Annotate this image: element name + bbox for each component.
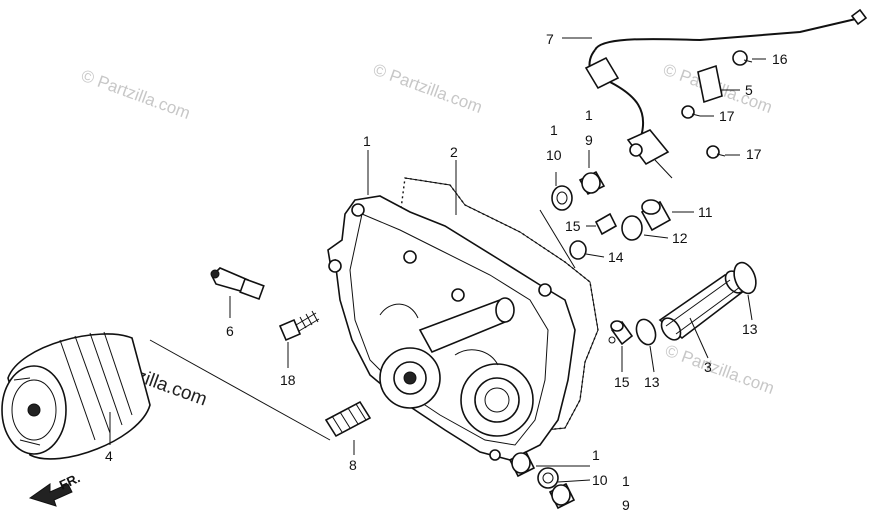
bolt-18 bbox=[278, 310, 320, 342]
label-8: 8 bbox=[349, 457, 357, 473]
stud-8 bbox=[324, 400, 372, 438]
collar-11 bbox=[640, 199, 672, 232]
label-12: 12 bbox=[672, 230, 688, 246]
oil-filter bbox=[1, 331, 151, 460]
label-7: 7 bbox=[546, 31, 554, 47]
label-15: 15 bbox=[614, 374, 630, 390]
label-5: 5 bbox=[745, 82, 753, 98]
right-crankcase-cover bbox=[327, 195, 576, 461]
cap-nut-9 bbox=[508, 450, 536, 478]
label-9: 9 bbox=[585, 132, 593, 148]
label-1: 1 bbox=[585, 107, 593, 123]
watermark: © Partzilla.com bbox=[371, 60, 485, 117]
label-9: 9 bbox=[622, 497, 630, 513]
dowel-pin-15 bbox=[594, 212, 618, 236]
label-11: 11 bbox=[698, 204, 713, 220]
washer-10 bbox=[537, 467, 559, 489]
leader-line bbox=[149, 339, 331, 441]
label-14: 14 bbox=[608, 249, 624, 265]
label-16: 16 bbox=[772, 51, 788, 67]
label-4: 4 bbox=[105, 448, 113, 464]
dowel-pin-15 bbox=[610, 320, 634, 346]
label-13: 13 bbox=[742, 321, 758, 337]
label-15: 15 bbox=[565, 218, 581, 234]
bracket-5 bbox=[697, 64, 723, 104]
label-6: 6 bbox=[226, 323, 234, 339]
label-1: 1 bbox=[363, 133, 371, 149]
watermark: © Partzilla.com bbox=[663, 341, 777, 398]
o-ring-13 bbox=[733, 261, 757, 295]
bolt-17 bbox=[706, 145, 726, 159]
cap-nut-9 bbox=[578, 170, 606, 196]
cap-nut-9 bbox=[548, 482, 576, 510]
label-17: 17 bbox=[746, 146, 762, 162]
o-ring-12 bbox=[621, 215, 643, 241]
label-1: 1 bbox=[550, 122, 558, 138]
front-direction-arrow bbox=[28, 483, 73, 507]
label-13: 13 bbox=[644, 374, 660, 390]
washer-10 bbox=[551, 185, 573, 211]
neutral-switch-cable bbox=[584, 8, 868, 179]
label-18: 18 bbox=[280, 372, 296, 388]
label-17: 17 bbox=[719, 108, 735, 124]
label-2: 2 bbox=[450, 144, 458, 160]
bolt-16 bbox=[732, 50, 753, 66]
label-1: 1 bbox=[622, 473, 630, 489]
label-10: 10 bbox=[592, 472, 608, 488]
label-1: 1 bbox=[592, 447, 600, 463]
o-ring-13 bbox=[635, 318, 657, 346]
label-10: 10 bbox=[546, 147, 562, 163]
front-direction-label: FR. bbox=[57, 470, 82, 492]
ring-14 bbox=[569, 240, 587, 260]
oil-pressure-switch bbox=[210, 267, 265, 301]
bolt-17 bbox=[681, 105, 701, 119]
label-3: 3 bbox=[704, 359, 712, 375]
watermark: © Partzilla.com bbox=[79, 66, 193, 123]
